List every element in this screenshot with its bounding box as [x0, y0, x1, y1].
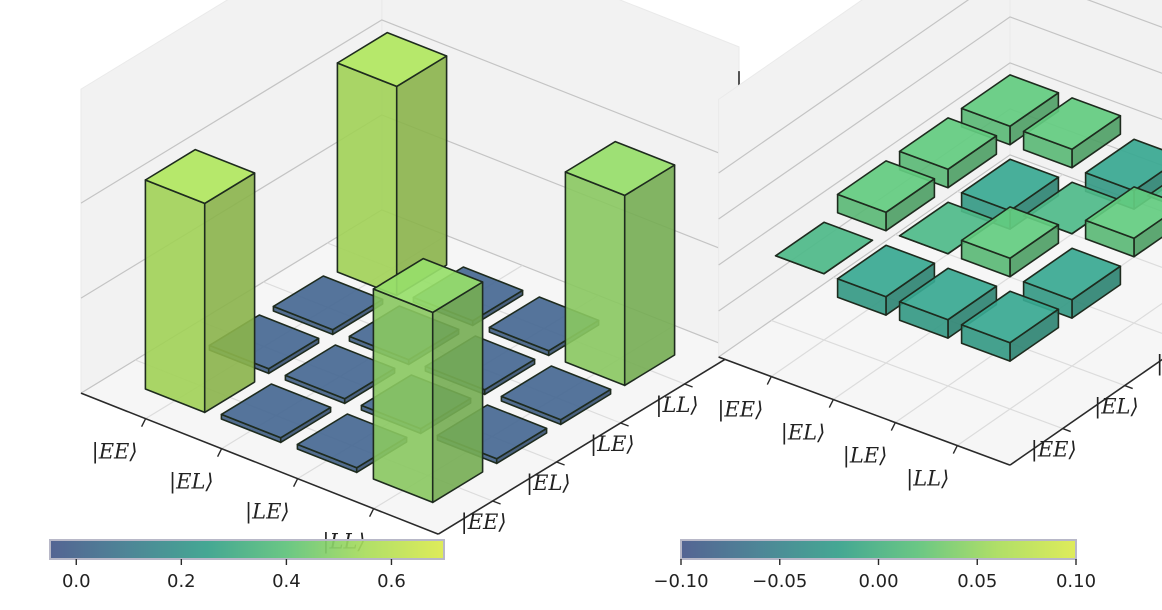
bar-r3-c0: [960, 290, 1060, 362]
z-gridline: [718, 16, 1162, 220]
row-tick-label: |LL⟩: [906, 467, 949, 492]
col-tick: [556, 461, 565, 466]
bar-top-face: [220, 383, 332, 439]
colorbar-tick-label: 0.10: [1056, 571, 1096, 592]
bar-top-face: [898, 267, 998, 321]
row-tick: [890, 422, 896, 431]
colorbar-gradient: [50, 540, 444, 559]
bar-r0-c0: [144, 148, 256, 414]
floor-gridline: [956, 302, 1162, 447]
row-tick-label: |EL⟩: [169, 470, 214, 495]
bar-front-face: [336, 62, 398, 297]
z-gridline: [718, 154, 1162, 358]
bar-top-face: [898, 117, 998, 171]
bar-r3-c1: [1022, 247, 1122, 319]
bar-front-face: [372, 288, 434, 504]
bar-top-face: [564, 140, 676, 197]
bar-r1-c0: [220, 383, 332, 444]
bar-r3-c2: [1084, 186, 1162, 258]
row-tick: [216, 448, 223, 457]
row-tick: [766, 376, 772, 385]
bar-top-face: [960, 206, 1060, 260]
bar-front-face: [144, 179, 206, 414]
z-gridline: [80, 19, 740, 204]
col-tick: [1124, 384, 1133, 390]
bar-top-face: [1022, 97, 1122, 151]
bar-r1-c0: [836, 244, 936, 316]
bar-top-face: [774, 221, 874, 275]
col-tick-label: |LL⟩: [655, 393, 698, 418]
colorbar-gradient: [681, 540, 1076, 559]
bar-side-face: [431, 281, 484, 504]
col-tick-label: |EL⟩: [526, 471, 571, 496]
bar-front-face: [564, 171, 626, 387]
row-tick: [368, 508, 375, 517]
col-tick: [492, 500, 501, 505]
row-axis: [80, 392, 439, 535]
row-axis: [718, 356, 1011, 466]
col-tick: [684, 383, 693, 388]
col-axis: [437, 350, 740, 535]
colorbar-tick-label: −0.05: [752, 571, 807, 592]
bar-top-face: [836, 160, 936, 214]
row-tick: [140, 418, 147, 427]
bar-top-face: [836, 244, 936, 298]
bar-top-face: [960, 290, 1060, 344]
re-rho-chart: Re[ρ]0.000.250.50|EE⟩|EE⟩|EL⟩|EL⟩|LE⟩|LE…: [49, 0, 789, 592]
bar-top-face: [336, 31, 448, 88]
row-tick: [292, 478, 299, 487]
colorbar-tick-label: 0.0: [62, 571, 91, 592]
col-axis: [1009, 358, 1162, 466]
row-tick: [828, 399, 834, 408]
col-tick: [620, 422, 629, 427]
row-tick-label: |EE⟩: [92, 440, 138, 465]
bar-side-face: [623, 164, 676, 387]
col-tick: [1062, 427, 1071, 433]
colorbar-tick-label: 0.6: [377, 571, 406, 592]
bar-r3-c0: [372, 257, 484, 504]
row-tick-label: |LE⟩: [843, 444, 888, 469]
col-tick-label: |LE⟩: [1156, 352, 1162, 377]
bar-r2-c0: [898, 267, 998, 339]
row-tick-label: |EE⟩: [717, 398, 763, 423]
bar-r3-c2: [500, 365, 612, 426]
bar-r0-c2: [898, 117, 998, 189]
colorbar-tick-label: 0.2: [167, 571, 196, 592]
bar-top-face: [144, 148, 256, 205]
colorbar: 0.0 0.2 0.4 0.6: [49, 539, 445, 592]
col-tick-label: |EE⟩: [461, 510, 507, 535]
bar-r0-c3: [336, 31, 448, 297]
im-rho-chart: Im[ρ]−0.10−0.050.000.050.10|EE⟩|EE⟩|EL⟩|…: [653, 0, 1162, 592]
bar-top-face: [500, 365, 612, 421]
bar-r0-c1: [836, 160, 936, 232]
z-gridline: [718, 62, 1162, 266]
colorbar-tick-label: 0.4: [272, 571, 301, 592]
colorbar-tick-label: 0.05: [957, 571, 997, 592]
floor-gridline: [771, 319, 1063, 430]
bar-top-face: [372, 257, 484, 314]
col-tick-label: |LE⟩: [590, 432, 635, 457]
colorbar-tick-label: 0.00: [858, 571, 898, 592]
colorbar-border: [49, 539, 445, 560]
bar-top-face: [960, 158, 1060, 212]
row-tick: [952, 445, 958, 454]
bar-top-face: [960, 74, 1060, 128]
bar-r2-c1: [960, 206, 1060, 278]
bar-top-face: [1084, 186, 1162, 240]
row-tick-label: |EL⟩: [781, 421, 826, 446]
bar-top-face: [1022, 247, 1122, 301]
col-tick-label: |EL⟩: [1094, 395, 1139, 420]
row-tick-label: |LE⟩: [245, 500, 290, 525]
bar-r0-c0: [774, 221, 874, 275]
bar-r1-c3: [1022, 97, 1122, 169]
bar-top-face: [1084, 138, 1162, 192]
z-gridline: [718, 0, 1162, 174]
col-tick-label: |EE⟩: [1031, 438, 1077, 463]
colorbar: −0.10 −0.05 0.00 0.05 0.10: [653, 539, 1096, 592]
colorbar-tick-label: −0.10: [653, 571, 708, 592]
bar-side-face: [203, 172, 256, 414]
bar-r3-c3: [564, 140, 676, 387]
